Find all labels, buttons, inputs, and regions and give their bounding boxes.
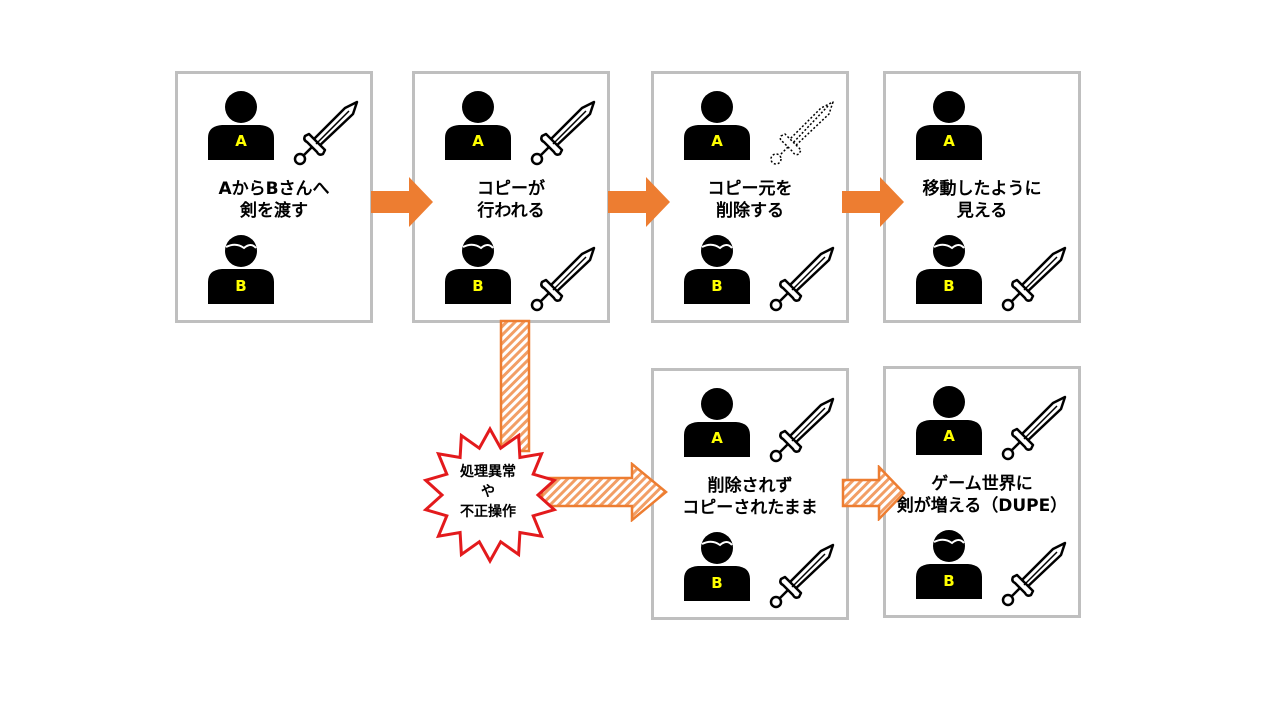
sword-solid-icon [767, 244, 837, 314]
panel-caption: ゲーム世界に剣が増える（DUPE） [896, 474, 1068, 516]
sword-dashed-icon [767, 98, 837, 168]
burst-text: 処理異常 や 不正操作 [460, 464, 516, 520]
arrow-delete-to-moved [842, 177, 904, 227]
person-b-label: B [235, 277, 247, 295]
panel-caption: コピーが行われる [477, 179, 545, 221]
sword-solid-icon [291, 98, 361, 168]
panel-not-deleted: A 削除されずコピーされたまま B [651, 368, 849, 620]
hatched-arrow-to-dupe [841, 465, 906, 521]
arrow-copy-to-delete [608, 177, 670, 227]
panel-copy: A コピーが行われる B [412, 71, 610, 323]
panel-give: A AからBさんへ剣を渡す B [175, 71, 373, 323]
person-b-label: B [943, 277, 955, 295]
panel-caption: 移動したように見える [922, 179, 1042, 221]
arrow-give-to-copy [371, 177, 433, 227]
sword-solid-icon [528, 244, 598, 314]
sword-solid-icon [767, 395, 837, 465]
panel-delete: A コピー元を削除する B [651, 71, 849, 323]
person-a-label: A [711, 132, 723, 150]
person-a-label: A [235, 132, 247, 150]
panel-caption: コピー元を削除する [707, 179, 793, 221]
panel-moved: A 移動したように見える B [883, 71, 1081, 323]
person-a-label: A [472, 132, 484, 150]
person-b-label: B [711, 277, 723, 295]
person-b-label: B [943, 572, 955, 590]
panel-dupe: A ゲーム世界に剣が増える（DUPE） B [883, 366, 1081, 618]
panel-caption: 削除されずコピーされたまま [682, 476, 818, 518]
sword-solid-icon [528, 98, 598, 168]
person-a-label: A [711, 429, 723, 447]
sword-solid-icon [999, 539, 1069, 609]
person-a-label: A [943, 427, 955, 445]
person-a-label: A [943, 132, 955, 150]
hatched-arrow-to-not-deleted [540, 462, 668, 522]
sword-solid-icon [999, 244, 1069, 314]
sword-solid-icon [767, 541, 837, 611]
panel-caption: AからBさんへ剣を渡す [218, 179, 330, 221]
person-b-label: B [472, 277, 484, 295]
error-burst [422, 425, 558, 565]
person-b-label: B [711, 574, 723, 592]
sword-solid-icon [999, 393, 1069, 463]
